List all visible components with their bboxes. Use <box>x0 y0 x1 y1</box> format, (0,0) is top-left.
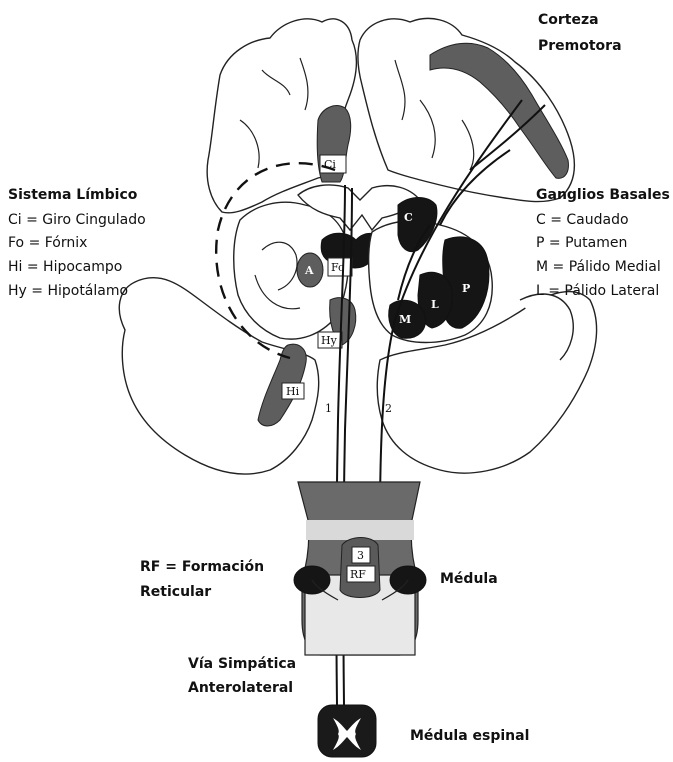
limbic-fo: Fo = Fórnix <box>8 235 87 251</box>
basal-m: M = Pálido Medial <box>536 259 661 275</box>
basal-l: L = Pálido Lateral <box>536 283 659 299</box>
medulla-light-band <box>306 520 414 540</box>
limbic-ci: Ci = Giro Cingulado <box>8 212 146 228</box>
ci-tag: Ci <box>324 158 336 171</box>
sympathetic-label-line2: Anterolateral <box>188 680 293 696</box>
premotor-label-line1: Corteza <box>538 12 599 28</box>
path3-tag: 3 <box>357 549 364 562</box>
premotor-label-line2: Premotora <box>538 38 622 54</box>
path1-tag: 1 <box>325 402 332 415</box>
p-tag: P <box>462 282 470 295</box>
rf-label-line1: RF = Formación <box>140 559 264 575</box>
a-tag: A <box>304 264 314 277</box>
basal-c: C = Caudado <box>536 212 629 228</box>
spinal-cord-label: Médula espinal <box>410 728 529 744</box>
hy-tag: Hy <box>321 334 338 347</box>
m-tag: M <box>399 313 411 326</box>
basal-title: Ganglios Basales <box>536 187 670 203</box>
basal-p: P = Putamen <box>536 235 627 251</box>
fo-tag: Fo <box>331 261 345 274</box>
limbic-hy: Hy = Hipotálamo <box>8 283 128 299</box>
path2-tag: 2 <box>385 402 392 415</box>
hi-tag: Hi <box>286 385 300 398</box>
rf-tag: RF <box>350 568 366 581</box>
limbic-hi: Hi = Hipocampo <box>8 259 122 275</box>
sympathetic-label-line1: Vía Simpática <box>188 656 296 672</box>
medulla-label: Médula <box>440 571 498 587</box>
limbic-title: Sistema Límbico <box>8 187 138 203</box>
c-tag: C <box>404 211 413 224</box>
l-tag: L <box>431 298 439 311</box>
rf-label-line2: Reticular <box>140 584 211 600</box>
